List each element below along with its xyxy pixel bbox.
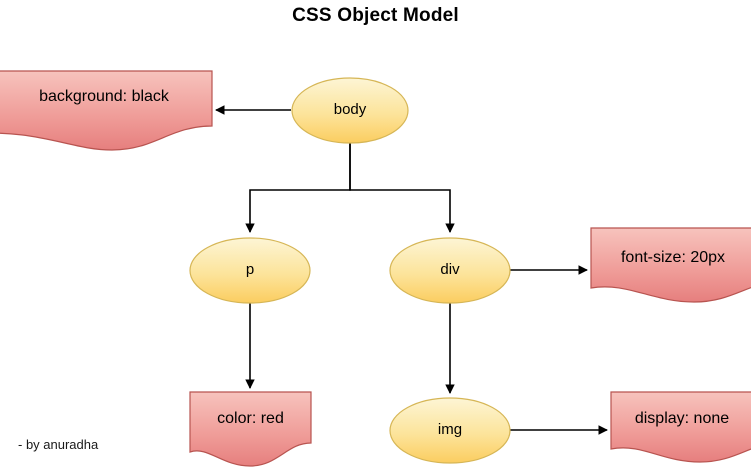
node-font-size-20px[interactable] xyxy=(590,227,751,303)
node-p[interactable] xyxy=(189,237,311,304)
edge-body-to-div xyxy=(349,143,455,233)
node-background-black[interactable] xyxy=(0,70,213,151)
node-div[interactable] xyxy=(389,237,511,304)
node-color-red[interactable] xyxy=(189,391,312,467)
node-body[interactable] xyxy=(291,77,409,144)
diagram-title: CSS Object Model xyxy=(292,5,459,26)
node-img[interactable] xyxy=(389,397,511,464)
edge-body-to-p xyxy=(245,143,351,233)
credit-text: - by anuradha xyxy=(18,437,99,452)
node-display-none[interactable] xyxy=(610,391,751,463)
